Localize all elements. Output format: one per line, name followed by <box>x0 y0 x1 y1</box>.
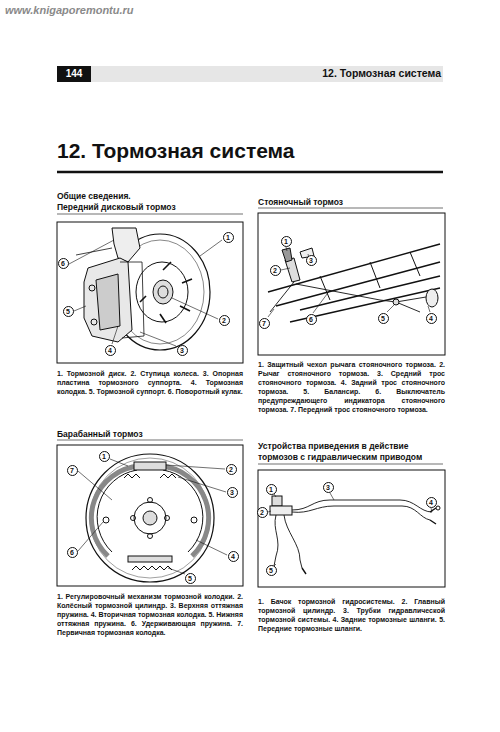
heading-rule <box>258 464 443 465</box>
callout-circle: 7 <box>259 318 270 329</box>
heading-rule <box>258 208 443 209</box>
figure-frame <box>57 445 243 586</box>
figure-frame <box>57 222 243 363</box>
callout-number: 6 <box>70 549 74 556</box>
watermark: www.knigaporemontu.ru <box>5 4 134 18</box>
callout-circle: 3 <box>323 482 334 493</box>
callout-circle: 4 <box>228 551 239 562</box>
callout-circle: 4 <box>426 313 437 324</box>
callout-circle: 1 <box>266 484 277 495</box>
callout-circle: 6 <box>67 547 78 558</box>
callout-circle: 5 <box>378 313 389 324</box>
callout-number: 7 <box>262 320 266 327</box>
page-number-box <box>57 66 91 82</box>
running-header: 12. Тормозная система <box>243 67 441 80</box>
page-number: 144 <box>57 66 91 82</box>
callout-circle: 6 <box>58 258 69 269</box>
callout-circle: 3 <box>177 345 188 356</box>
heading-rule <box>57 440 243 441</box>
callout-number: 5 <box>269 567 273 574</box>
callout-circle: 7 <box>67 465 78 476</box>
callout-circle: 5 <box>185 573 196 584</box>
callout-number: 4 <box>429 315 433 322</box>
callout-number: 6 <box>309 316 313 323</box>
figure-caption: 1. Защитный чехол рычага стояночного тор… <box>258 361 445 415</box>
callout-number: 2 <box>273 267 277 274</box>
callout-number: 4 <box>231 553 235 560</box>
header-band <box>57 66 443 82</box>
callout-number: 1 <box>284 238 288 245</box>
callout-circle: 2 <box>270 265 281 276</box>
callout-number: 3 <box>180 347 184 354</box>
parking-brake-drawing <box>268 244 440 322</box>
figure-caption: 1. Регулировочный механизм тормозной кол… <box>57 593 243 638</box>
section-heading: Общие сведения. <box>57 191 131 202</box>
callout-number: 5 <box>188 575 192 582</box>
callout-circle: 5 <box>266 565 277 576</box>
callout-circle: 2 <box>257 507 268 518</box>
disc-brake-drawing <box>69 228 222 350</box>
callout-number: 4 <box>429 499 433 506</box>
callout-circle: 4 <box>105 345 116 356</box>
page-title: 12. Тормозная система <box>57 138 295 164</box>
figure-caption: 1. Тормозной диск. 2. Ступица колеса. 3.… <box>57 370 243 397</box>
callout-circle: 4 <box>426 497 437 508</box>
callout-circle: 1 <box>223 232 234 243</box>
drum-brake-drawing <box>78 454 227 582</box>
section-heading: Устройства приведения в действие тормозо… <box>258 441 444 462</box>
callout-circle: 3 <box>227 487 238 498</box>
hydraulic-system-drawing <box>268 493 440 574</box>
callout-number: 2 <box>229 466 233 473</box>
callout-circle: 1 <box>281 236 292 247</box>
section-heading: Передний дисковый тормоз <box>57 202 176 213</box>
callout-number: 2 <box>222 317 226 324</box>
callout-number: 6 <box>61 260 65 267</box>
callout-number: 2 <box>260 509 264 516</box>
callout-circle: 3 <box>306 255 317 266</box>
callout-circle: 5 <box>63 306 74 317</box>
callout-circle: 2 <box>226 464 237 475</box>
callout-number: 4 <box>108 347 112 354</box>
figure-frame <box>258 213 445 355</box>
title-rule <box>57 171 443 174</box>
callout-number: 7 <box>70 467 74 474</box>
figure-caption: 1. Бачок тормозной гидросистемы. 2. Глав… <box>258 598 445 634</box>
section-heading: Стояночный тормоз <box>258 197 343 208</box>
callout-number: 1 <box>269 486 273 493</box>
callout-number: 3 <box>230 489 234 496</box>
callout-number: 5 <box>381 315 385 322</box>
callout-circle: 1 <box>99 451 110 462</box>
callout-circle: 6 <box>306 314 317 325</box>
callout-number: 3 <box>326 484 330 491</box>
section-heading: Барабанный тормоз <box>57 429 143 440</box>
callout-number: 1 <box>226 234 230 241</box>
figure-frame <box>258 470 445 587</box>
callout-circle: 2 <box>219 315 230 326</box>
heading-rule <box>57 214 243 215</box>
callout-number: 5 <box>66 308 70 315</box>
callout-number: 1 <box>102 453 106 460</box>
callout-number: 3 <box>309 257 313 264</box>
